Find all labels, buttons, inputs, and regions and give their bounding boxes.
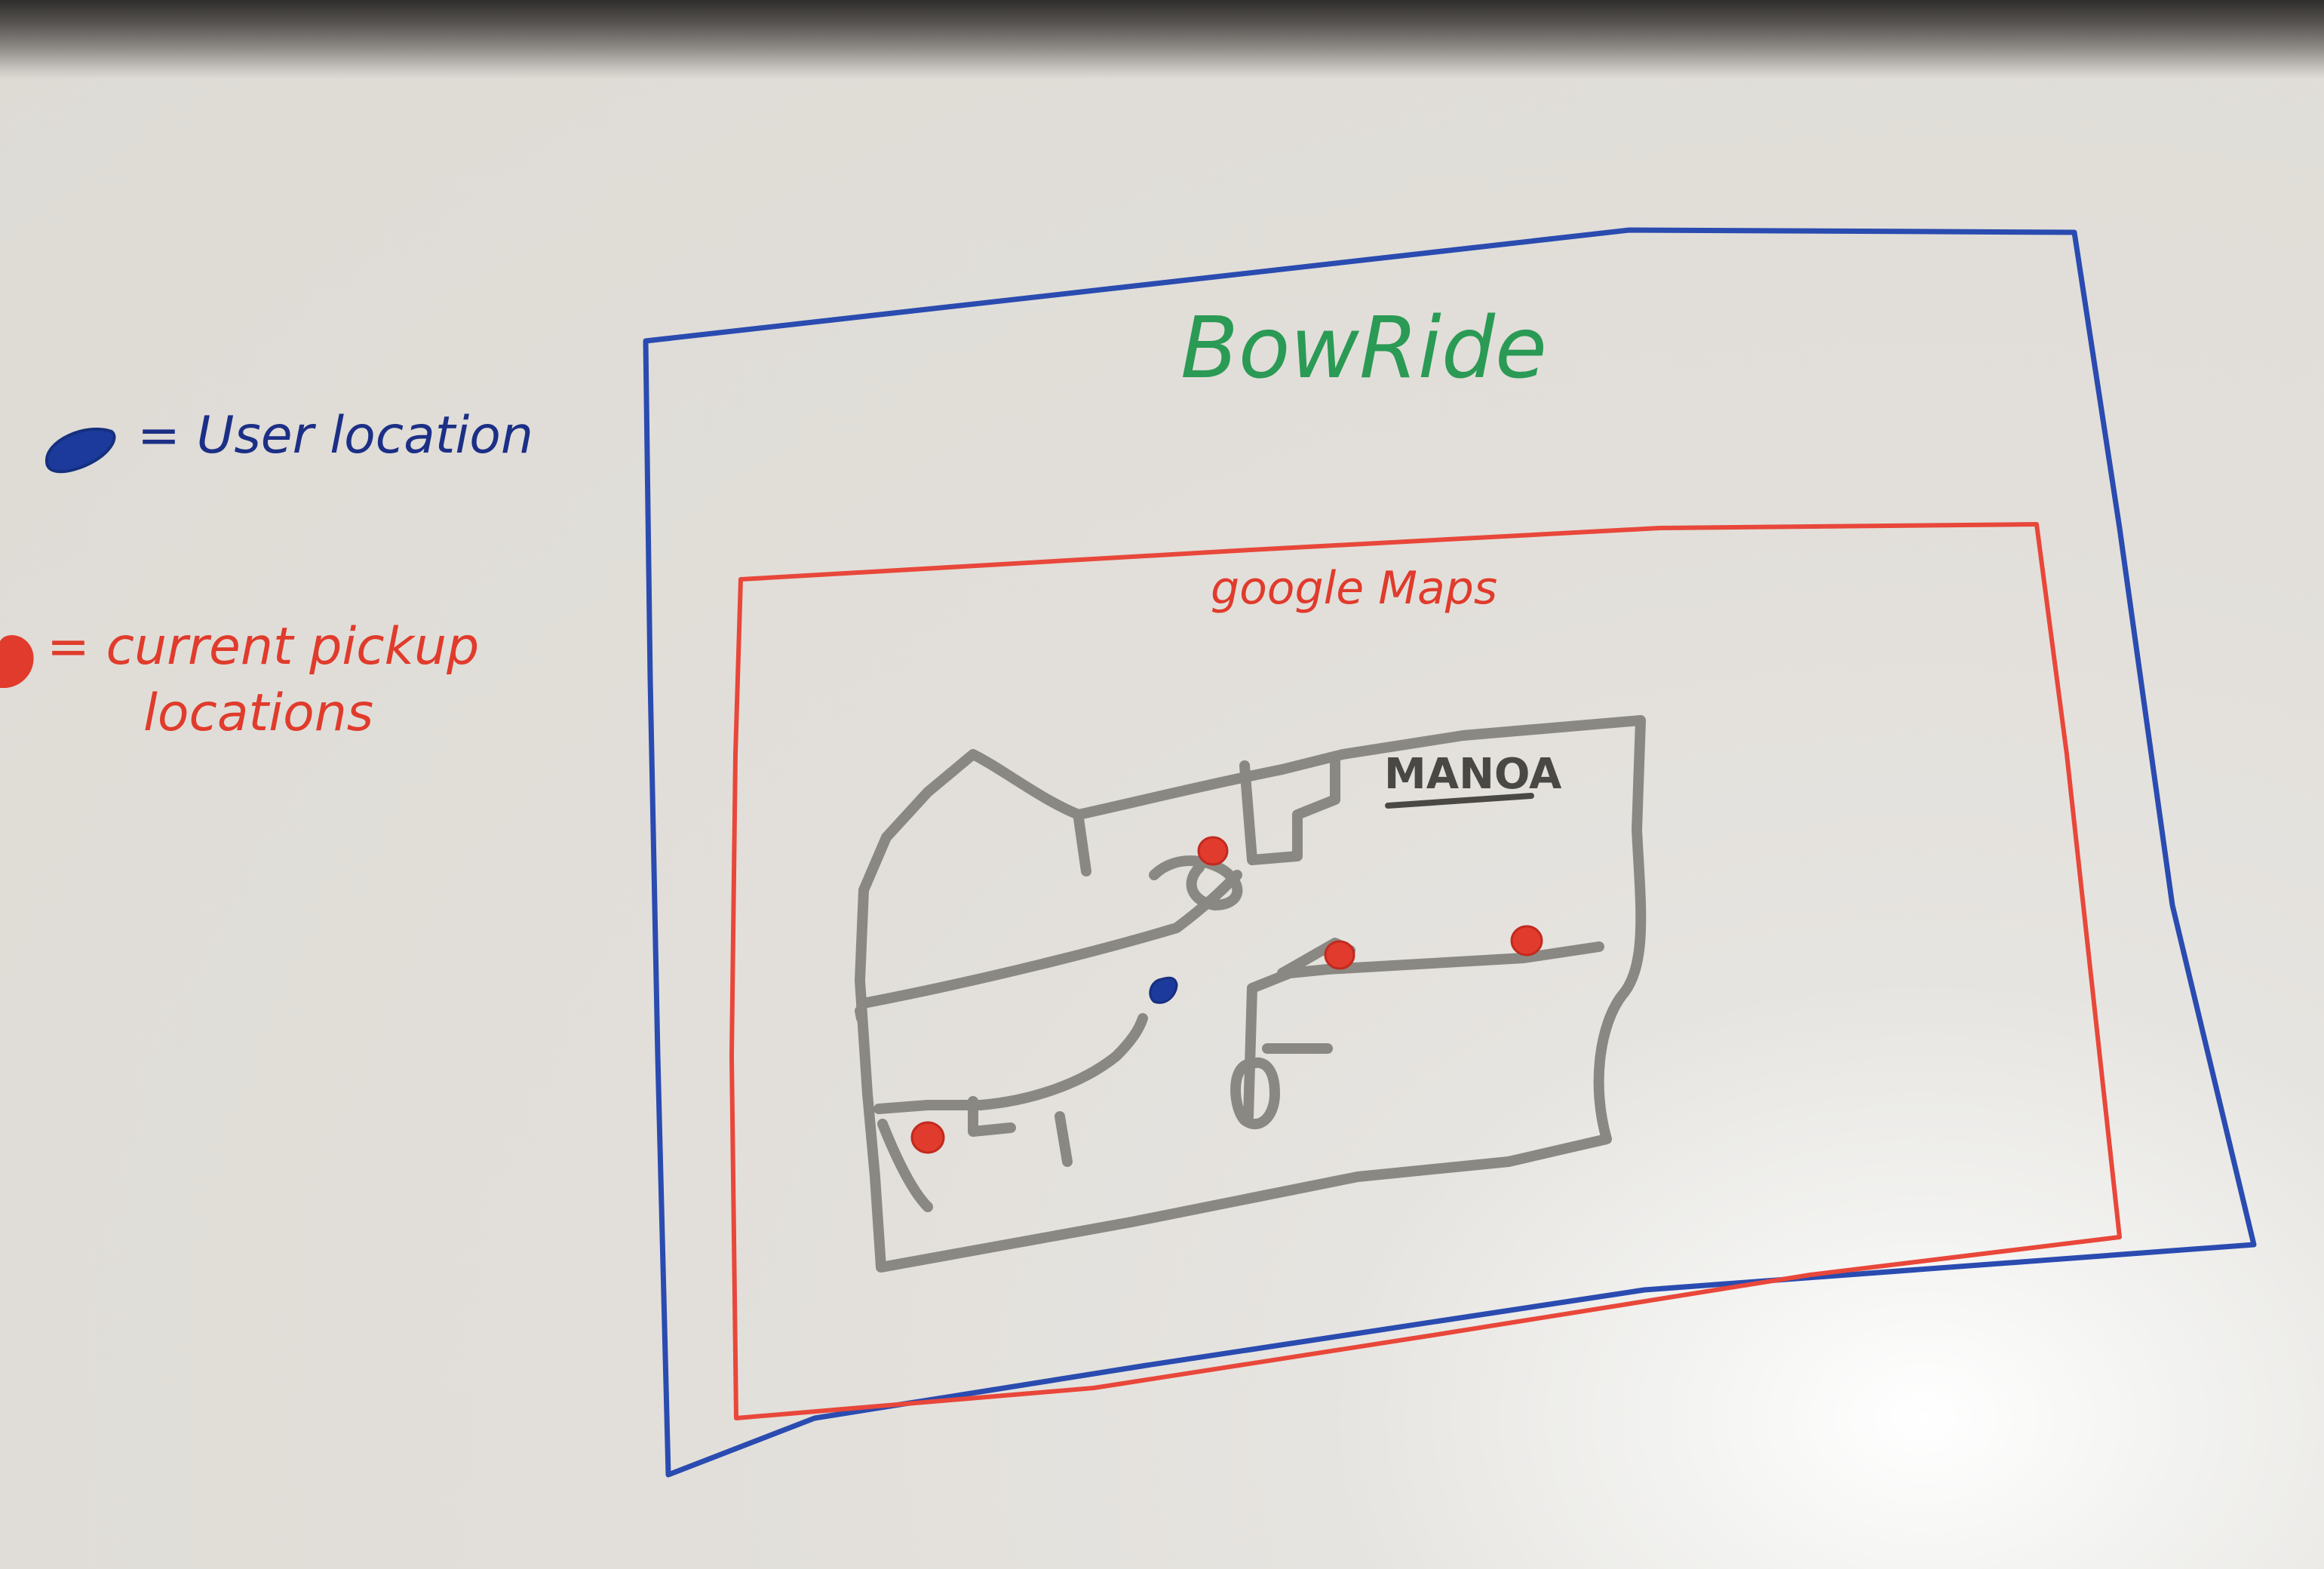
region-label-underline [1385,793,1534,809]
pickup-marker-center-east [1324,940,1355,970]
road-north-building [1239,757,1340,865]
legend-pickup-marker [0,635,34,688]
map-area-label: google Maps [1211,562,1497,615]
pickup-marker-north [1197,836,1229,866]
legend: = User location = current pickup locatio… [0,406,533,743]
pickup-marker-southwest [910,1121,945,1154]
map-area-border [729,522,2122,1420]
road-southwest-branch [877,1119,933,1212]
region-label: MANOA [1384,750,1562,799]
road-southwest [873,1013,1148,1114]
whiteboard-frame-edge [0,0,2324,79]
road-southwest-block [968,1096,1073,1167]
road-main-west [858,870,1242,1009]
app-screen-border [643,227,2257,1478]
user-location-marker [1149,976,1178,1004]
road-east [1247,938,1604,993]
pickup-marker-far-east [1510,925,1543,956]
campus-map [855,715,1647,1273]
legend-pickup-label-line1: = current pickup [47,617,479,677]
road-north-loop [1073,813,1243,910]
pickup-markers [910,836,1543,1154]
road-west-stub [855,1006,867,1024]
legend-user-location-marker [45,427,116,474]
road-center-spine [1243,983,1333,1122]
app-screen-frame: BowRide [643,227,2257,1478]
map-area-frame: google Maps MANOA [729,522,2122,1420]
app-title: BowRide [1180,299,1547,398]
legend-user-location-label: = User location [137,406,533,465]
campus-oval [1230,1057,1280,1129]
legend-pickup-label-line2: locations [143,683,373,743]
